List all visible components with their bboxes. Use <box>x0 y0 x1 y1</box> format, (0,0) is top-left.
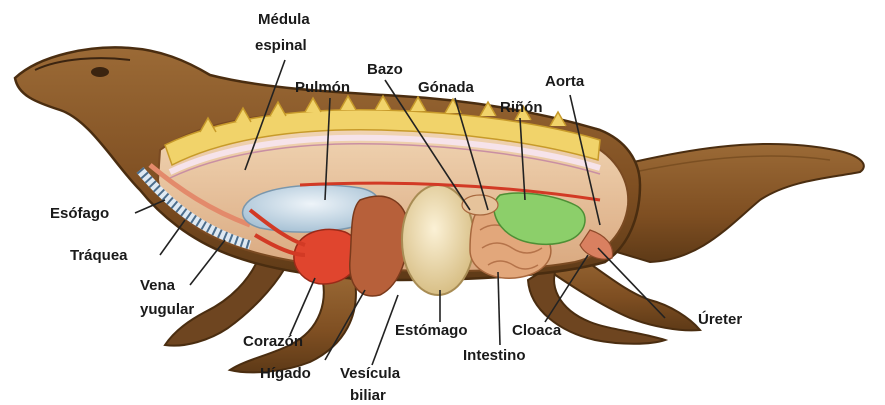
label-medula-2: espinal <box>255 37 307 54</box>
leader-corazon <box>290 278 315 335</box>
label-corazon: Corazón <box>243 333 303 350</box>
eye-icon <box>91 67 109 77</box>
label-vesicula-2: biliar <box>350 387 386 404</box>
label-traquea: Tráquea <box>70 247 128 264</box>
label-cloaca: Cloaca <box>512 322 562 339</box>
label-pulmon: Pulmón <box>295 79 350 96</box>
label-bazo: Bazo <box>367 61 403 78</box>
leader-intestino <box>498 272 500 345</box>
leader-vena <box>190 240 225 285</box>
label-rinon: Riñón <box>500 99 543 116</box>
label-vena-2: yugular <box>140 301 194 318</box>
label-medula-1: Médula <box>258 11 310 28</box>
leader-traquea <box>160 220 185 255</box>
label-intestino: Intestino <box>463 347 526 364</box>
label-ureter: Úreter <box>698 310 742 328</box>
label-estomago: Estómago <box>395 322 468 339</box>
label-gonada: Gónada <box>418 79 474 96</box>
label-vesicula-1: Vesícula <box>340 365 401 382</box>
label-esofago: Esófago <box>50 205 109 222</box>
label-higado: Hígado <box>260 365 311 382</box>
label-vena-1: Vena <box>140 277 176 294</box>
label-aorta: Aorta <box>545 73 585 90</box>
